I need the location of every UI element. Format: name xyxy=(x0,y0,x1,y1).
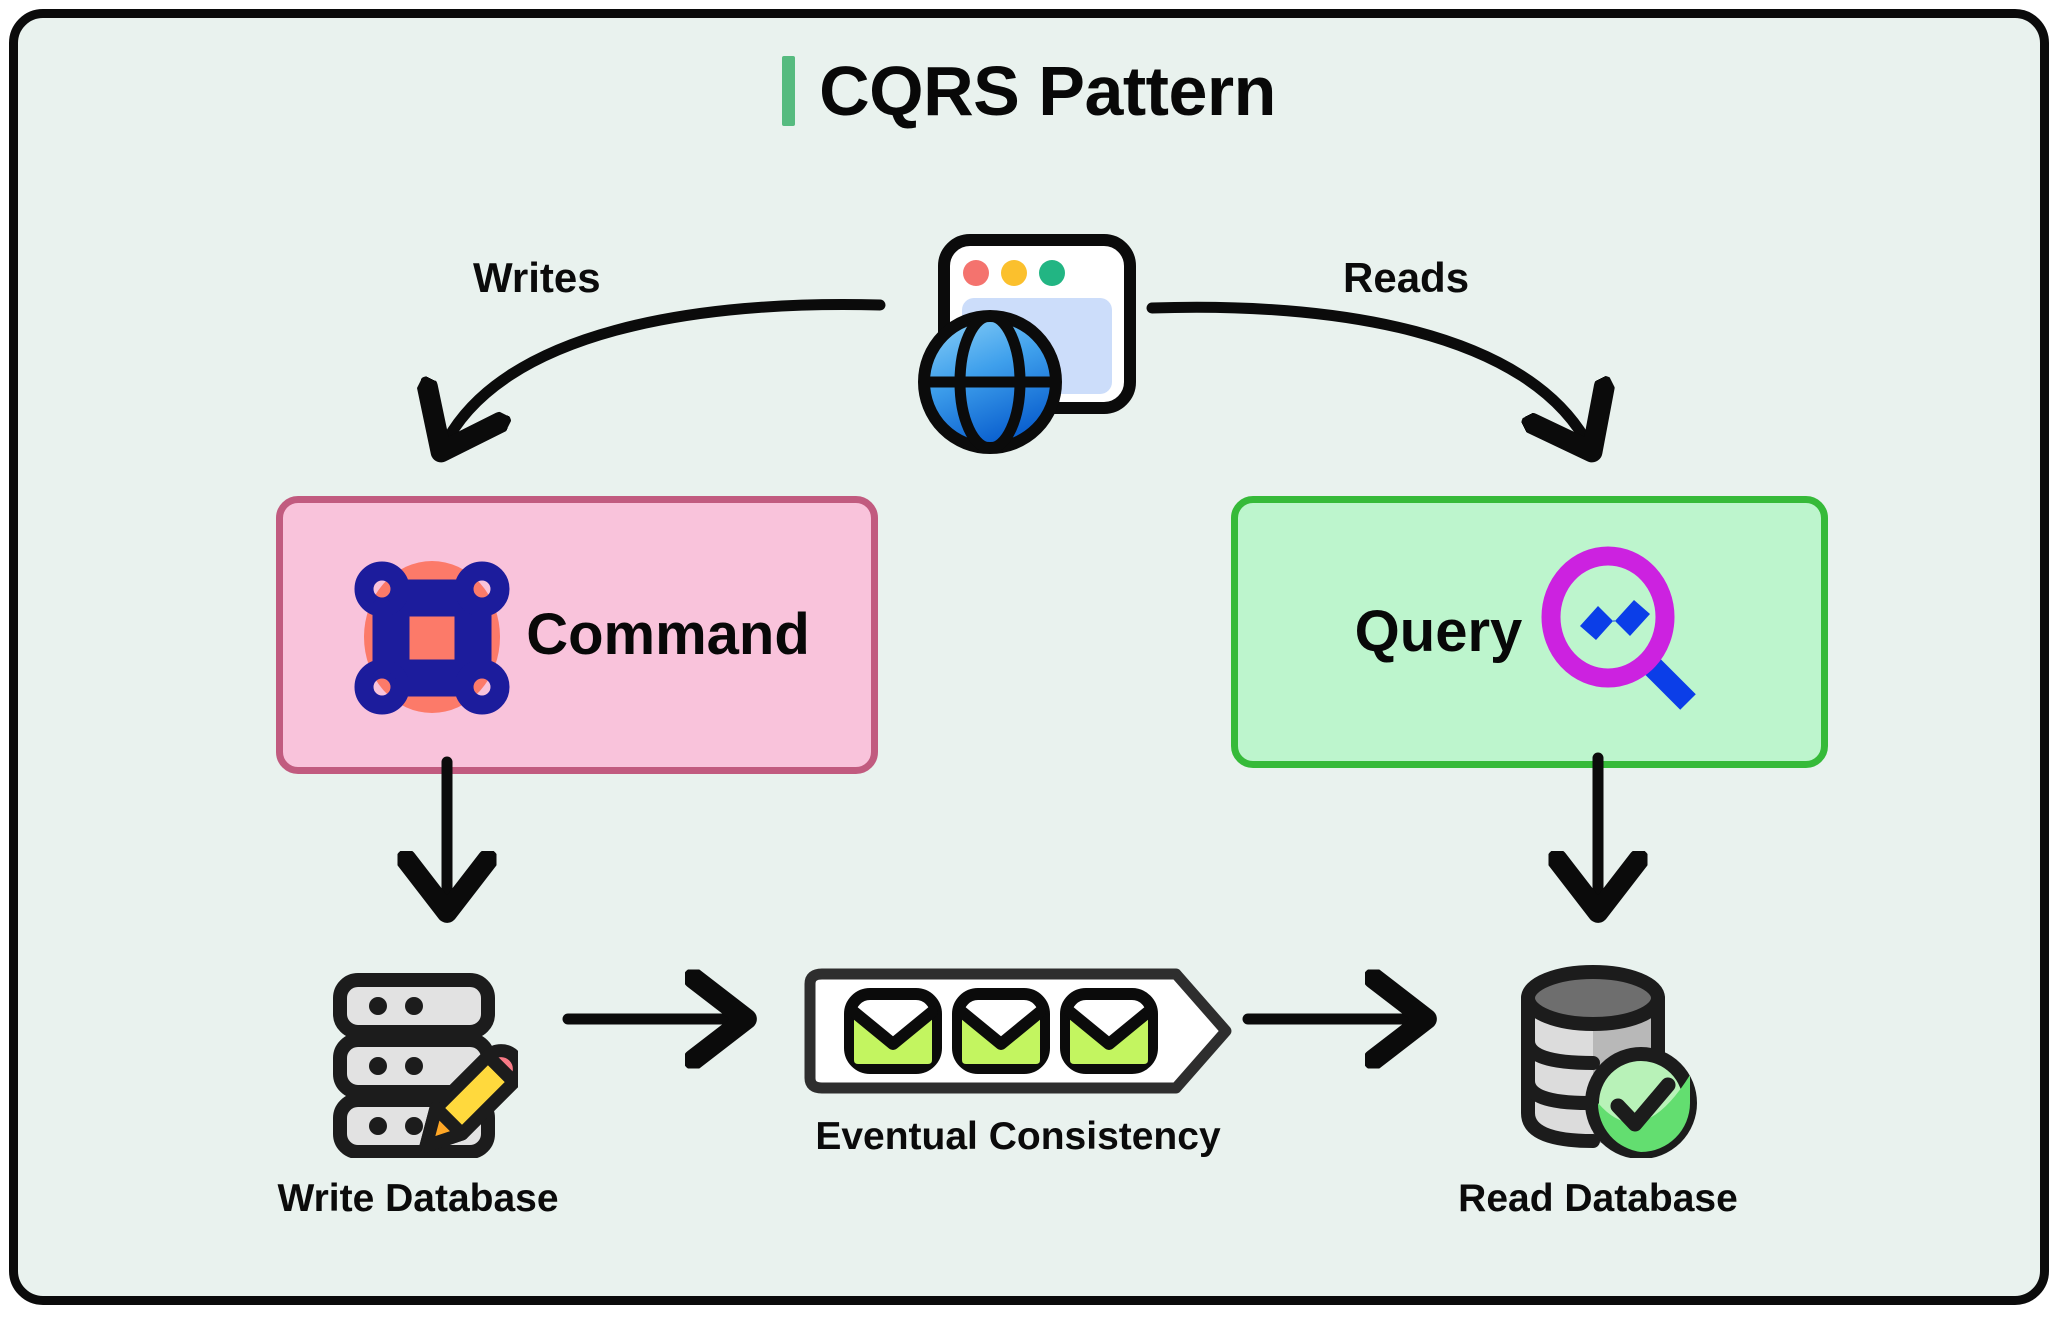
page-title: CQRS Pattern xyxy=(18,56,2040,126)
edge-label-reads: Reads xyxy=(1343,254,1470,301)
query-box[interactable]: Query xyxy=(1231,496,1828,768)
write-database-label: Write Database xyxy=(277,1177,559,1220)
web-browser-globe-icon xyxy=(904,230,1144,465)
title-label: CQRS Pattern xyxy=(819,52,1276,130)
database-cylinder-check-icon xyxy=(1498,963,1698,1163)
message-queue-arrow-icon xyxy=(798,966,1238,1101)
title-accent-bar xyxy=(782,56,796,126)
command-box[interactable]: Command xyxy=(276,496,878,774)
eventual-consistency-node: Eventual Consistency xyxy=(788,966,1248,1156)
command-key-icon xyxy=(344,547,520,723)
command-box-label: Command xyxy=(526,602,810,667)
magnifier-chart-icon xyxy=(1528,544,1704,720)
diagram-frame: CQRS Pattern Writes Reads xyxy=(9,9,2049,1305)
query-box-label: Query xyxy=(1354,599,1523,664)
read-database-node: Read Database xyxy=(1438,963,1758,1218)
edge-label-writes: Writes xyxy=(473,254,601,301)
read-database-label: Read Database xyxy=(1458,1177,1738,1220)
eventual-consistency-label: Eventual Consistency xyxy=(815,1115,1221,1158)
write-database-node: Write Database xyxy=(258,968,578,1218)
server-stack-pencil-icon xyxy=(318,968,526,1163)
